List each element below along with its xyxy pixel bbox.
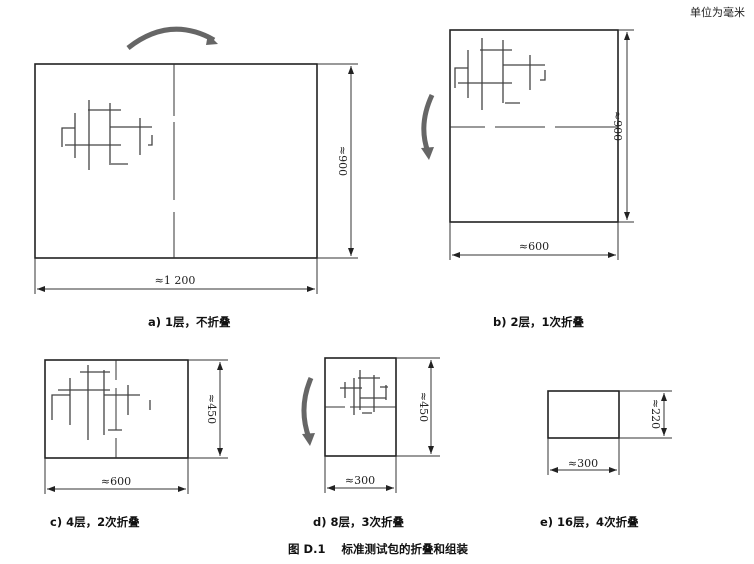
height-label: ≈450 bbox=[417, 392, 430, 422]
fold-arrow-icon bbox=[421, 93, 435, 153]
width-label: ≈600 bbox=[101, 475, 131, 488]
height-label: ≈900 bbox=[336, 146, 349, 176]
unit-note: 单位为毫米 bbox=[690, 5, 745, 19]
fold-arrow-icon bbox=[301, 377, 314, 439]
figure-caption: 图 D.1 标准测试包的折叠和组装 bbox=[288, 542, 468, 556]
height-label: ≈220 bbox=[649, 399, 662, 429]
caption-a: a) 1层，不折叠 bbox=[148, 315, 231, 329]
panel-d: ≈450 ≈300 d) 8层，3次折叠 bbox=[301, 357, 440, 529]
height-label: ≈450 bbox=[205, 394, 218, 424]
caption-c: c) 4层，2次折叠 bbox=[50, 515, 140, 529]
caption-e: e) 16层，4次折叠 bbox=[540, 515, 639, 529]
cross-pattern bbox=[61, 100, 153, 170]
package-outline bbox=[547, 390, 620, 439]
cross-pattern bbox=[51, 365, 151, 440]
panel-b: ≈900 ≈600 b) 2层，1次折叠 bbox=[421, 29, 634, 329]
panel-a: ≈900 ≈1 200 a) 1层，不折叠 bbox=[34, 26, 358, 329]
width-label: ≈600 bbox=[519, 240, 549, 253]
cross-pattern bbox=[454, 38, 546, 110]
height-label: ≈900 bbox=[611, 111, 624, 141]
panel-c: ≈450 ≈600 c) 4层，2次折叠 bbox=[44, 359, 228, 529]
width-label: ≈300 bbox=[345, 474, 375, 487]
panel-e: ≈220 ≈300 e) 16层，4次折叠 bbox=[540, 390, 672, 529]
sheet-outline bbox=[449, 29, 619, 223]
fold-arrow-icon bbox=[126, 26, 216, 50]
caption-b: b) 2层，1次折叠 bbox=[493, 315, 584, 329]
width-label: ≈1 200 bbox=[155, 274, 196, 287]
width-label: ≈300 bbox=[568, 457, 598, 470]
cross-pattern bbox=[340, 370, 388, 415]
sheet-outline bbox=[34, 63, 318, 259]
caption-d: d) 8层，3次折叠 bbox=[313, 515, 404, 529]
